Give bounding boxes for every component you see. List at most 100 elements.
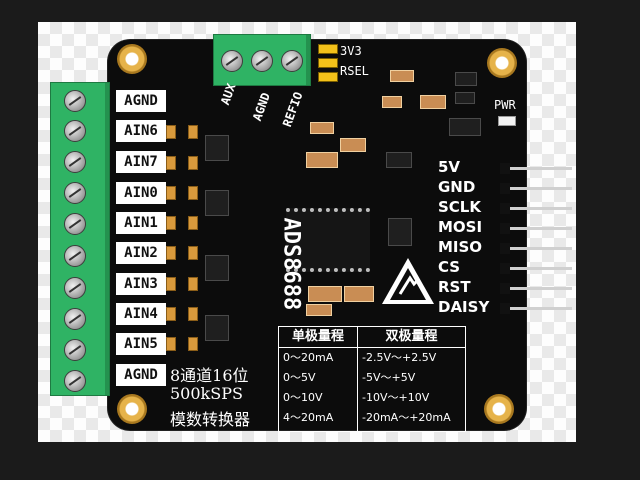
pin-label-ain3: AIN3 [116,273,166,295]
pin-label-ain6: AIN6 [116,120,166,142]
description-line-3: 模数转换器 [170,410,251,429]
pin-label-ain7: AIN7 [116,151,166,173]
mount-hole-bottom-left [117,394,147,424]
smd-pad [188,156,198,170]
bipolar-header: 双极量程 [358,327,465,348]
jumper-label-3v3: 3V3 [340,44,362,58]
esd-warning-icon [382,258,434,304]
smd-component [340,138,366,152]
unipolar-range: 0～10V [283,391,323,404]
smd-component [386,152,412,168]
screw-10 [64,370,86,392]
header-label-5v: 5V [438,158,461,176]
top-screw-2 [251,50,273,72]
bipolar-column: 双极量程 -2.5V～+2.5V -5V～+5V -10V～+10V -20mA… [358,327,465,431]
unipolar-column: 单极量程 0～20mA 0～5V 0～10V 4～20mA [279,327,358,431]
smd-pad [188,277,198,291]
smd-component [388,218,412,246]
jumper-pin[interactable] [318,44,338,54]
header-label-miso: MISO [438,238,483,256]
resistor-array [205,190,229,216]
smd-component [344,286,374,302]
screw-4 [64,182,86,204]
smd-pad [166,337,176,351]
smd-pad [166,307,176,321]
mount-hole-top-left [117,44,147,74]
smd-component [306,304,332,316]
pin-label-ain0: AIN0 [116,182,166,204]
screw-8 [64,308,86,330]
pwr-led [498,116,516,126]
screw-3 [64,151,86,173]
pin-label-agnd-top: AGND [116,90,166,112]
top-screw-1 [221,50,243,72]
unipolar-range: 4～20mA [283,411,334,424]
smd-component [310,122,334,134]
smd-pad [166,125,176,139]
smd-component [382,96,402,108]
screw-9 [64,339,86,361]
smd-component [455,92,475,104]
header-label-rst: RST [438,278,471,296]
description-line-2: 500kSPS [170,384,243,403]
smd-component [420,95,446,109]
jumper-label-rsel: RSEL [340,64,369,78]
header-pin[interactable] [500,203,572,214]
mount-hole-top-right [487,48,517,78]
header-label-daisy: DAISY [438,298,490,316]
smd-component [390,70,414,82]
mount-hole-bottom-right [484,394,514,424]
bipolar-range: -5V～+5V [362,371,416,384]
resistor-array [205,315,229,341]
screw-5 [64,213,86,235]
unipolar-header: 单极量程 [279,327,357,348]
header-label-cs: CS [438,258,461,276]
screw-1 [64,90,86,112]
header-pin[interactable] [500,303,572,314]
header-label-sclk: SCLK [438,198,481,216]
jumper-pin[interactable] [318,72,338,82]
pin-label-ain4: AIN4 [116,303,166,325]
bipolar-range: -2.5V～+2.5V [362,351,437,364]
screw-2 [64,120,86,142]
bipolar-range: -20mA～+20mA [362,411,451,424]
smd-pad [188,307,198,321]
smd-pad [166,277,176,291]
pin-label-ain5: AIN5 [116,333,166,355]
bipolar-range: -10V～+10V [362,391,430,404]
smd-component [306,152,338,168]
screw-7 [64,277,86,299]
smd-component [455,72,477,86]
resistor-array [205,135,229,161]
pwr-led-label: PWR [494,98,516,112]
header-pin[interactable] [500,183,572,194]
top-screw-3 [281,50,303,72]
ads8688-chip [286,208,370,272]
unipolar-range: 0～20mA [283,351,334,364]
smd-component [308,286,342,302]
pin-label-agnd-bottom: AGND [116,364,166,386]
screw-6 [64,245,86,267]
smd-pad [166,186,176,200]
smd-pad [166,216,176,230]
smd-pad [166,246,176,260]
header-pin[interactable] [500,263,572,274]
header-pin[interactable] [500,223,572,234]
unipolar-range: 0～5V [283,371,316,384]
pin-label-ain1: AIN1 [116,212,166,234]
smd-pad [188,186,198,200]
smd-pad [166,156,176,170]
header-pin[interactable] [500,163,572,174]
header-pin[interactable] [500,243,572,254]
smd-pad [188,246,198,260]
smd-pad [188,125,198,139]
pin-label-ain2: AIN2 [116,242,166,264]
jumper-pin[interactable] [318,58,338,68]
resistor-array [205,255,229,281]
range-table: 单极量程 0～20mA 0～5V 0～10V 4～20mA 双极量程 -2.5V… [278,326,466,432]
chip-label: ADS8688 [278,217,304,311]
header-pin[interactable] [500,283,572,294]
smd-pad [188,216,198,230]
voltage-regulator [449,118,481,136]
smd-pad [188,337,198,351]
